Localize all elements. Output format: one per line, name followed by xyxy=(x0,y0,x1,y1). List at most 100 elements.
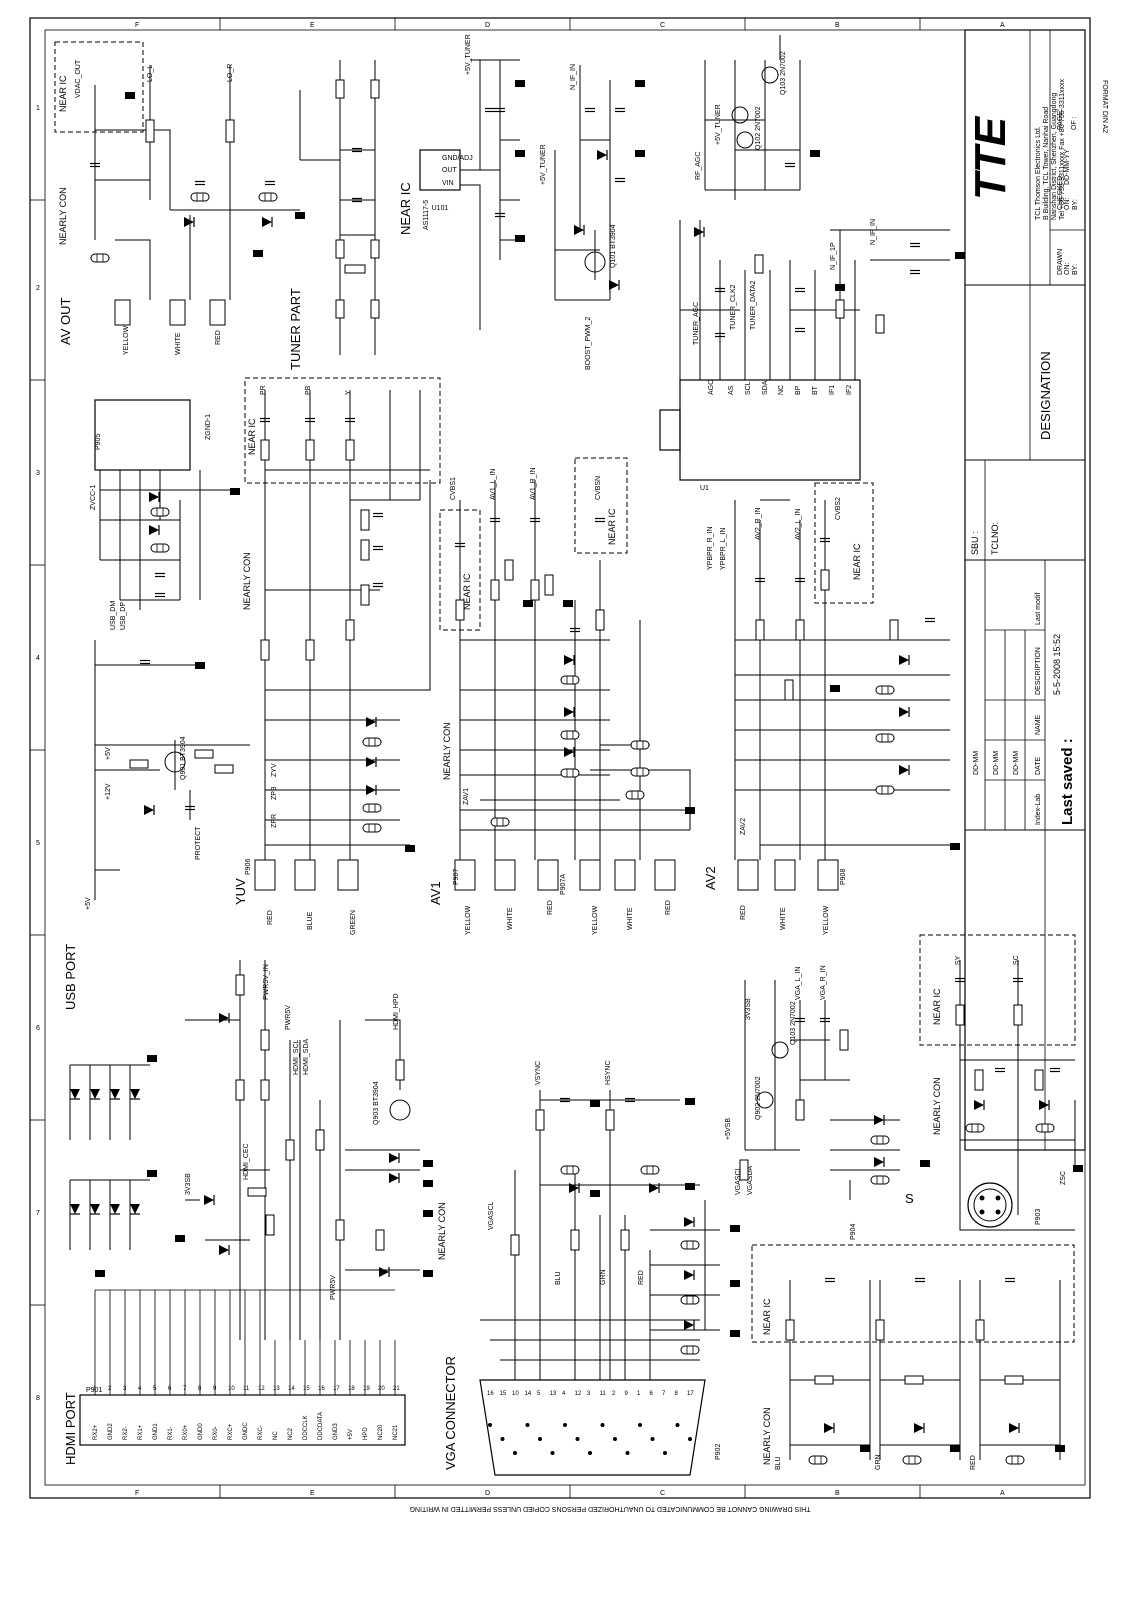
checked-by: BY: xyxy=(1072,199,1079,210)
grid-letter: C xyxy=(660,1490,665,1497)
hdmi-pin-name: RX0- xyxy=(213,1426,219,1440)
of-label: OF : xyxy=(1071,116,1078,130)
copyright-note: THIS DRAWING CANNOT BE COMMUNICATED TO U… xyxy=(410,1505,811,1512)
tuner-block: TUNER PART NEAR IC U101 AS1117-5 GND/ADJ… xyxy=(288,34,965,492)
jack-color: GREEN xyxy=(350,910,357,935)
tuner-pin: AGC xyxy=(708,380,715,395)
hdmi-block: USB PORT HDMI PORT NEARLY CON xyxy=(63,944,447,1465)
hdmi-pin-number: 20 xyxy=(378,1386,385,1392)
vga-pin-dot xyxy=(638,1423,642,1427)
net-label: PWR5V xyxy=(285,1005,292,1030)
checked-on-value: DD-MM-YY xyxy=(1064,149,1071,185)
hdmi-pin-number: 11 xyxy=(243,1386,250,1392)
connector-ref: P905 xyxy=(95,434,102,450)
grid-letter: B xyxy=(835,1490,840,1497)
hdmi-pin-number: 10 xyxy=(228,1386,235,1392)
net-label: VGASDA xyxy=(747,1165,754,1195)
near-ic-label: NEAR IC xyxy=(852,543,862,580)
jack-color: WHITE xyxy=(627,907,634,930)
grid-letter: E xyxy=(310,22,315,29)
near-ic-label: NEAR IC xyxy=(462,573,472,610)
tuner-pin: BT xyxy=(812,385,819,395)
vga-pin-number: 6 xyxy=(650,1391,654,1397)
vga-pin-number: 13 xyxy=(550,1391,557,1397)
net-label: N_IF_IN xyxy=(870,219,877,245)
vga-pin-dot xyxy=(488,1423,492,1427)
hdmi-pin-name: NC20 xyxy=(378,1424,384,1440)
transistor-label: Q902 2N7002 xyxy=(755,1076,762,1120)
format-label: FORMAT DIN A2 xyxy=(1101,80,1108,133)
av1-block: NEAR IC NEAR IC NEARLY CON AV1 CVBS1 AV1… xyxy=(428,457,695,935)
vga-pin-number: 15 xyxy=(500,1391,507,1397)
net-label: RED xyxy=(638,1270,645,1285)
transistor-label: Q103 2N7002 xyxy=(780,51,787,95)
section-title: TUNER PART xyxy=(288,288,303,370)
vga-pin-dot xyxy=(538,1437,542,1441)
jack-color: YELLOW xyxy=(592,905,599,935)
transistor-label: Q103 2N7002 xyxy=(790,1001,797,1045)
hdmi-pin-number: 16 xyxy=(318,1386,325,1392)
vga-pin-dot xyxy=(563,1423,567,1427)
hdmi-pin-number: 19 xyxy=(363,1386,370,1392)
hdmi-pin-name: GND1 xyxy=(153,1423,159,1440)
hdmi-pin-name: RX1+ xyxy=(138,1424,144,1440)
net-label: TUNER_CLK2 xyxy=(730,284,737,330)
title-block: TTE TCL Thomson Electronics Ltd. B Build… xyxy=(964,29,1086,1151)
usb-block: P905 ZVCC-1 USB_DM USB_DP ZGND-1 +5V +12… xyxy=(85,399,250,910)
jack-color: YELLOW xyxy=(123,325,130,355)
net-label: PWR5V_IN xyxy=(263,964,270,1000)
hdmi-pin-name: GND0 xyxy=(198,1423,204,1440)
zone-grid: F E D C B A F E D C B A 1 2 3 4 5 6 7 8 xyxy=(30,18,1005,1498)
vga-pin-dot xyxy=(600,1423,605,1427)
net-label: VSYNC xyxy=(535,1061,542,1085)
net-label: 3V3SB xyxy=(185,1173,192,1195)
vga-pin-dot xyxy=(613,1437,617,1441)
hdmi-pin-name: RX1- xyxy=(168,1426,174,1440)
net-label: VDAC_OUT xyxy=(75,59,82,98)
hdmi-pin-number: 15 xyxy=(303,1386,310,1392)
grid-letter: A xyxy=(1000,22,1005,29)
vga-pin-number: 9 xyxy=(625,1391,629,1397)
net-label: ZVCC-1 xyxy=(90,485,97,510)
hdmi-pin-name: GND3 xyxy=(333,1423,339,1440)
grid-number: 4 xyxy=(36,655,40,662)
checked-label: CHECKED xyxy=(1057,176,1064,210)
grid-letter: C xyxy=(660,22,665,29)
tuner-pin: SCL xyxy=(745,381,752,395)
vga-pin-number: 3 xyxy=(587,1391,591,1397)
net-label: ZPR xyxy=(271,814,278,828)
hdmi-pin-name: RXC+ xyxy=(228,1423,234,1440)
nearly-con-label: NEARLY CON xyxy=(437,1202,447,1260)
ic-pin: VIN xyxy=(442,180,454,187)
jack-color: RED xyxy=(740,905,747,920)
section-title: AV1 xyxy=(428,881,443,905)
hdmi-pin-name: RX2- xyxy=(123,1426,129,1440)
company-line: B Building, TCL Tower, Nanhai Road xyxy=(1043,107,1050,220)
transistor-label: Q101 BT3904 xyxy=(610,224,617,268)
hdmi-pin-name: HPD xyxy=(363,1427,369,1440)
net-label: +12V xyxy=(105,783,112,800)
hdmi-pin-name: RX0+ xyxy=(183,1424,189,1440)
vga-pin-number: 17 xyxy=(687,1391,694,1397)
net-label: PR xyxy=(260,385,267,395)
designation-label: DESIGNATION xyxy=(1038,351,1053,440)
jack-color: RED xyxy=(665,900,672,915)
module-ref: U1 xyxy=(700,485,709,492)
net-label: +5V xyxy=(85,897,92,910)
tuner-pin: AS xyxy=(728,385,735,395)
grid-number: 8 xyxy=(36,1395,40,1402)
drawn-by: BY: xyxy=(1072,264,1079,275)
grid-letter: B xyxy=(835,22,840,29)
section-title: HDMI PORT xyxy=(63,1392,78,1465)
net-label: CVBS2 xyxy=(835,497,842,520)
drawn-on: ON: xyxy=(1064,263,1071,276)
net-label: +5V_TUNER xyxy=(540,144,547,185)
date-header: DATE xyxy=(1035,757,1042,775)
section-title: YUV xyxy=(233,878,248,905)
nearly-con-label: NEARLY CON xyxy=(58,187,68,245)
vga-pin-dot xyxy=(650,1437,655,1441)
grid-number: 3 xyxy=(36,470,40,477)
vga-pin-number: 5 xyxy=(537,1391,541,1397)
vga-pin-dot xyxy=(513,1451,517,1455)
